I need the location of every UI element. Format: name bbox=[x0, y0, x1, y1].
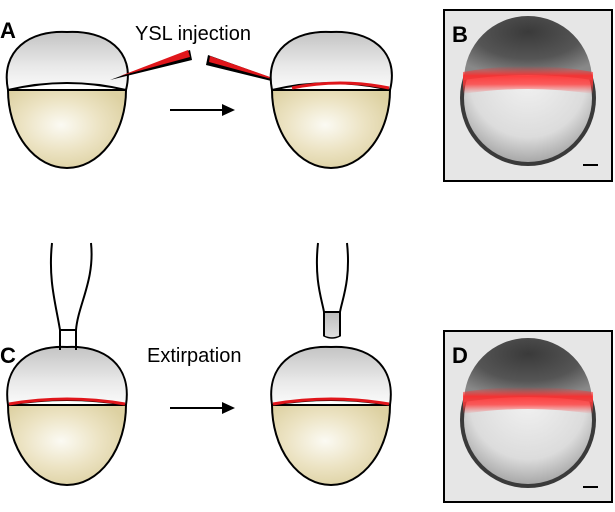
yolk-cell bbox=[270, 404, 392, 486]
blastoderm-cap bbox=[6, 345, 128, 407]
caption-extirpation: Extirpation bbox=[147, 345, 242, 367]
embryo-after-injection bbox=[269, 30, 393, 169]
suction-pipette-icon bbox=[49, 242, 93, 350]
embryo-after-extirpation bbox=[270, 345, 392, 486]
embryo-before-extirpation bbox=[6, 345, 128, 486]
ysl-red-layer bbox=[291, 81, 390, 90]
yolk-cell bbox=[6, 89, 128, 169]
embryo-photo-d bbox=[460, 338, 596, 488]
panel-letter-c: C bbox=[0, 343, 16, 368]
panel-b: B bbox=[443, 9, 613, 182]
suction-pipette-icon bbox=[315, 242, 349, 339]
panel-c: C Extirpation bbox=[0, 242, 392, 486]
blastoderm-cap bbox=[270, 345, 392, 407]
ysl-red-layer bbox=[8, 397, 126, 406]
panel-a: A YSL injection bbox=[0, 18, 393, 169]
panel-letter-d: D bbox=[452, 343, 468, 368]
caption-ysl-injection: YSL injection bbox=[135, 23, 251, 45]
ysl-red-layer bbox=[272, 397, 390, 406]
blastoderm-cap bbox=[5, 30, 129, 92]
blastoderm-cap bbox=[269, 30, 393, 92]
arrow-right-icon bbox=[170, 104, 235, 116]
embryo-photo-b bbox=[460, 16, 596, 166]
panel-d: D bbox=[443, 330, 613, 503]
panel-letter-a: A bbox=[0, 18, 16, 43]
injection-needle-icon bbox=[110, 50, 192, 80]
yolk-cell bbox=[6, 404, 128, 486]
embryo-before-injection bbox=[5, 30, 129, 169]
arrow-right-icon bbox=[170, 402, 235, 414]
yolk-cell bbox=[270, 89, 392, 169]
panel-letter-b: B bbox=[452, 22, 468, 47]
